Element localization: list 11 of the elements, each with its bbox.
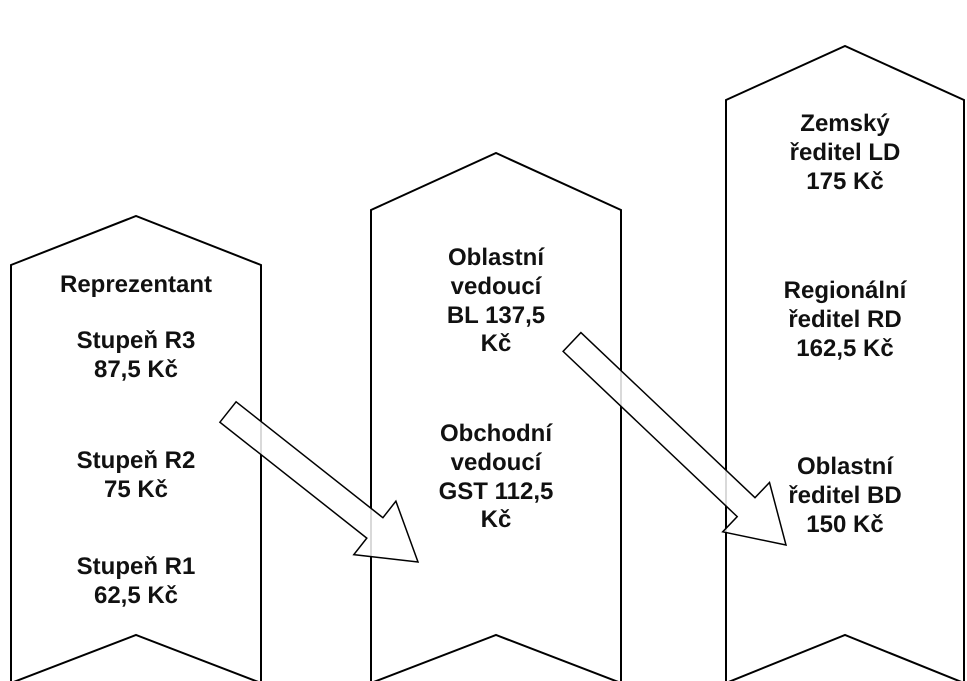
block-arrow <box>218 400 420 563</box>
column-heading: Reprezentant <box>60 271 212 300</box>
position-label: Oblastní vedoucí BL 137,5 Kč <box>446 244 546 360</box>
position-label: Stupeň R3 87,5 Kč <box>76 327 196 385</box>
position-label: Regionální ředitel RD 162,5 Kč <box>782 277 908 364</box>
block-arrow <box>562 332 788 546</box>
position-label: Obchodní vedoucí GST 112,5 Kč <box>438 420 554 536</box>
position-label: Stupeň R1 62,5 Kč <box>76 553 196 611</box>
position-label: Oblastní ředitel BD 150 Kč <box>787 453 903 540</box>
position-label: Stupeň R2 75 Kč <box>76 447 196 505</box>
position-label: Zemský ředitel LD 175 Kč <box>788 110 902 196</box>
